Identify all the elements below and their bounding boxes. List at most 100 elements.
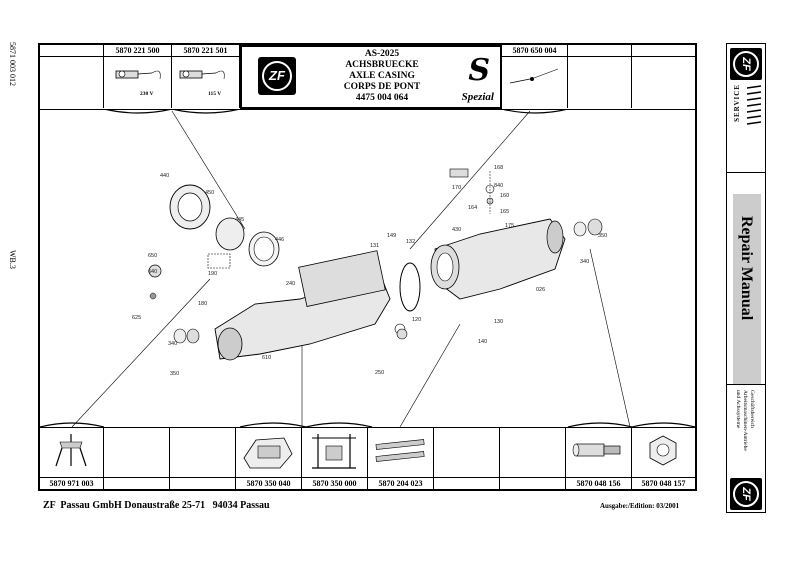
top-cell-part [40,45,103,57]
title-line: CORPS DE PONT [343,82,421,92]
bottom-cell-part [500,477,565,490]
top-cell-empty [632,45,695,108]
callout-label: 190 [208,271,218,277]
bottom-cell-empty [434,428,500,490]
top-cell-part [568,45,631,57]
callout-label: 131 [370,243,380,249]
callout-label: 640 [148,269,158,275]
division-line: Arbeitsmaschinen-Antriebe [742,390,748,451]
bottom-cell-driver: 5870 048 156 [566,428,632,490]
top-cell-empty [40,45,104,108]
service-stripes-icon [746,85,762,125]
callout-label: 168 [494,165,504,171]
top-cell-part: 5870 650 004 [502,45,567,57]
assembly-stand-icon [312,434,356,469]
top-cell-part [632,45,695,57]
division-line: und Achssysteme [735,390,741,429]
bottom-cell-part [104,477,169,490]
top-cell-tool-650004: 5870 650 004 [502,45,568,108]
callout-label: 340 [168,341,178,347]
title-line: AS-2025 [364,49,400,59]
bottom-tool-row: 5870 971 003 5870 350 040 5870 350 000 [40,427,695,490]
callout-label: 120 [412,317,422,323]
top-tool-row: 5870 221 500 230 V 5870 221 501 115 V ZF [40,45,695,110]
callout-label: 350 [170,371,180,377]
callout-label: 650 [148,253,158,259]
puller-tool-icon [55,434,87,467]
exploded-axle-drawing [40,109,695,427]
top-cell-tool-115v: 5870 221 501 115 V [172,45,240,108]
top-cell-tool-230v: 5870 221 500 230 V [104,45,172,108]
title-text: AS-2025 ACHSBRUECKE AXLE CASING CORPS DE… [317,49,447,104]
bottom-cell-part [170,477,235,490]
drawing-frame: 5870 221 500 230 V 5870 221 501 115 V ZF [38,43,697,491]
callout-label: 175 [505,223,515,229]
callout-label: 250 [375,370,385,376]
repair-manual-title: Repair Manual [738,216,755,321]
callout-label: 840 [494,183,504,189]
probe-tool-icon [509,68,559,84]
wb-code: WB.3 [8,250,17,269]
title-line: 4475 004 064 [355,93,409,103]
callout-label: 440 [160,173,170,179]
top-cell-part: 5870 221 501 [172,45,239,57]
bottom-cell-part: 5870 971 003 [40,477,103,490]
callout-label: 170 [452,185,462,191]
zf-logo-side: ZF [730,48,762,80]
callout-label: 445 [235,217,245,223]
callout-label: 132 [406,239,416,245]
guide-studs-icon [375,439,425,462]
bottom-cell-stand: 5870 350 000 [302,428,368,490]
callout-label: 430 [452,227,462,233]
bottom-cell-fixture: 5870 350 040 [236,428,302,490]
bottom-cell-part: 5870 204 023 [368,477,433,490]
callout-label: 340 [580,259,590,265]
bottom-cell-empty [500,428,566,490]
callout-label: 149 [387,233,397,239]
title-line: ACHSBRUECKE [345,60,419,70]
callout-label: 180 [198,301,208,307]
bottom-cell-part: 5870 350 000 [302,477,367,490]
edition-label: Ausgabe:/Edition: 03/2001 [600,502,680,510]
bottom-cell-part: 5870 048 157 [632,477,695,490]
zf-logo: ZF [258,57,296,95]
bottom-cell-empty [170,428,236,490]
bottom-cell-socket: 5870 048 157 [632,428,695,490]
title-line: AXLE CASING [349,71,415,81]
top-cell-empty [568,45,632,108]
callout-label: 240 [286,281,296,287]
callout-label: 446 [275,237,285,243]
socket-tool-icon [649,435,677,466]
spezial-label: Spezial [461,91,494,103]
callout-label: 350 [598,233,608,239]
zf-logo-side-bottom: ZF [730,478,762,510]
callout-label: 130 [494,319,504,325]
callout-label: 140 [478,339,488,345]
title-block: ZF AS-2025 ACHSBRUECKE AXLE CASING CORPS… [240,45,502,109]
doc-number-side: 5871 003 012 [8,42,17,86]
division-line: Geschäftsbereich [749,390,755,428]
spezial-s-logo: S [468,53,490,88]
voltage-label: 115 V [208,91,222,97]
callout-label: 450 [205,190,215,196]
callout-label: 164 [468,205,478,211]
top-cell-part: 5870 221 500 [104,45,171,57]
callout-label: 165 [500,209,510,215]
bottom-cell-studs: 5870 204 023 [368,428,434,490]
fixture-tool-icon [243,437,293,469]
voltage-label: 230 V [140,91,154,97]
callout-label: 625 [132,315,142,321]
callout-label: 160 [500,193,510,199]
bottom-cell-empty [104,428,170,490]
bottom-cell-part: 5870 350 040 [236,477,301,490]
bottom-cell-part [434,477,499,490]
heater-tool-icon [179,70,225,80]
bottom-cell-part: 5870 048 156 [566,477,631,490]
side-panel: ZF SERVICE Repair Manual Geschäftsbereic… [726,43,766,513]
repair-manual-band: Repair Manual [733,194,761,384]
callout-label: 610 [262,355,272,361]
callout-label: 026 [536,287,546,293]
service-label: SERVICE [733,84,741,122]
bottom-cell-puller: 5870 971 003 [40,428,104,490]
driver-tool-icon [572,443,621,457]
